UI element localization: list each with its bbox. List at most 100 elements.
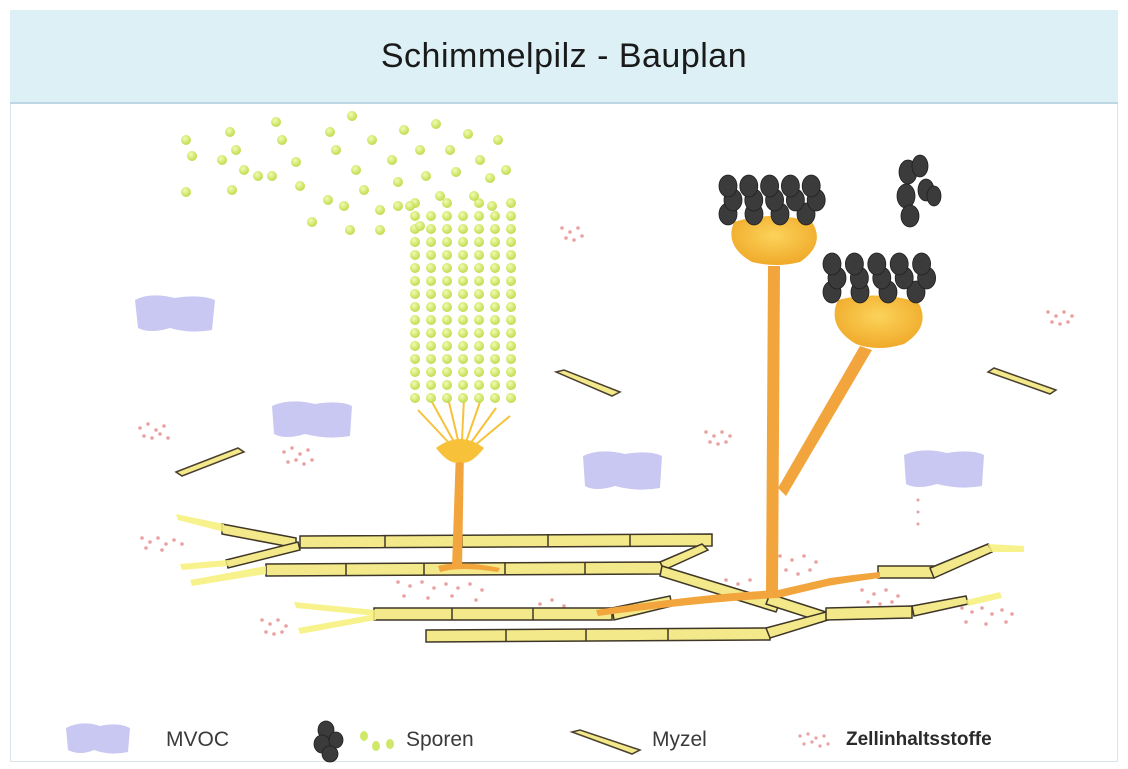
green-spore	[421, 171, 431, 181]
green-spore	[410, 211, 420, 221]
green-spore	[474, 250, 484, 260]
green-spore	[442, 302, 452, 312]
green-spore	[442, 250, 452, 260]
green-spore	[458, 276, 468, 286]
green-spore	[458, 250, 468, 260]
cell-dots-cluster	[260, 618, 288, 636]
phialides	[418, 398, 510, 446]
green-spore	[458, 237, 468, 247]
green-spore	[410, 263, 420, 273]
green-spore	[399, 125, 409, 135]
legend-label-myzel: Myzel	[652, 728, 707, 752]
green-spore	[426, 302, 436, 312]
cell-dots-cluster	[1046, 310, 1074, 326]
green-spore	[410, 341, 420, 351]
cell-dots-cluster	[960, 606, 1014, 626]
stalk-main	[766, 266, 780, 592]
dark-spore	[761, 175, 779, 197]
green-spore	[506, 250, 516, 260]
floating-dark-spore	[897, 155, 941, 227]
green-spore	[426, 237, 436, 247]
green-spore	[410, 328, 420, 338]
dark-spore	[740, 175, 758, 197]
green-spore	[490, 211, 500, 221]
legend-zellinhaltsstoffe-swatch	[798, 732, 829, 747]
legend-spores-swatch	[314, 721, 394, 762]
green-spore	[442, 224, 452, 234]
green-spore	[506, 380, 516, 390]
green-spore	[487, 201, 497, 211]
green-spore	[506, 211, 516, 221]
hypha-segment	[300, 534, 712, 548]
green-spore	[506, 354, 516, 364]
green-spore	[458, 341, 468, 351]
green-spore	[410, 250, 420, 260]
green-spore	[323, 195, 333, 205]
green-spore	[463, 129, 473, 139]
green-spore	[490, 224, 500, 234]
green-spore	[506, 224, 516, 234]
mvoc-cloud	[272, 401, 352, 437]
mycelium-fragment	[176, 448, 244, 476]
green-spore	[501, 165, 511, 175]
hyphal-tip	[988, 544, 1024, 552]
green-spore	[474, 263, 484, 273]
legend-label-mvoc: MVOC	[166, 728, 229, 752]
green-spore	[307, 217, 317, 227]
green-spore	[458, 289, 468, 299]
penicillium-conidiophore	[181, 111, 516, 572]
green-spore	[393, 201, 403, 211]
green-spore	[506, 198, 516, 208]
dark-spore	[913, 253, 931, 275]
green-spore	[451, 167, 461, 177]
green-spore	[410, 315, 420, 325]
cell-dots-cluster	[560, 226, 584, 242]
green-spore-chains	[410, 198, 516, 403]
green-spore	[375, 225, 385, 235]
green-spore	[339, 201, 349, 211]
green-spore	[426, 289, 436, 299]
green-spore	[351, 165, 361, 175]
mvoc-cloud	[583, 451, 662, 489]
green-spore	[475, 155, 485, 165]
dark-spore	[845, 253, 863, 275]
green-spore	[474, 328, 484, 338]
conidiophore-stalk	[452, 450, 464, 568]
cell-dots-cluster	[917, 499, 920, 526]
green-spore	[410, 237, 420, 247]
green-spore	[426, 276, 436, 286]
green-spore	[217, 155, 227, 165]
green-spore	[490, 341, 500, 351]
green-spore	[239, 165, 249, 175]
green-spore	[458, 224, 468, 234]
green-spore	[474, 289, 484, 299]
green-spore	[506, 315, 516, 325]
legend-myzel-swatch	[572, 730, 640, 754]
green-spore	[493, 135, 503, 145]
dark-spore	[912, 155, 928, 177]
vesicle-lower	[835, 295, 923, 348]
green-spore	[410, 276, 420, 286]
green-spore	[375, 205, 385, 215]
green-spore	[359, 185, 369, 195]
green-spore	[458, 354, 468, 364]
green-spore	[506, 367, 516, 377]
green-spore	[506, 263, 516, 273]
green-spore	[426, 315, 436, 325]
green-spore	[426, 341, 436, 351]
green-spore	[410, 354, 420, 364]
green-spore	[474, 393, 484, 403]
cell-dots-cluster	[778, 554, 818, 576]
green-spore	[181, 135, 191, 145]
green-spore	[474, 341, 484, 351]
green-spore	[490, 380, 500, 390]
dark-spore	[823, 253, 841, 275]
green-spore	[426, 367, 436, 377]
green-spore	[325, 127, 335, 137]
green-spore	[387, 155, 397, 165]
green-spore	[442, 237, 452, 247]
hyphal-tip	[176, 514, 224, 532]
dark-spore	[897, 184, 915, 208]
green-spore	[474, 367, 484, 377]
